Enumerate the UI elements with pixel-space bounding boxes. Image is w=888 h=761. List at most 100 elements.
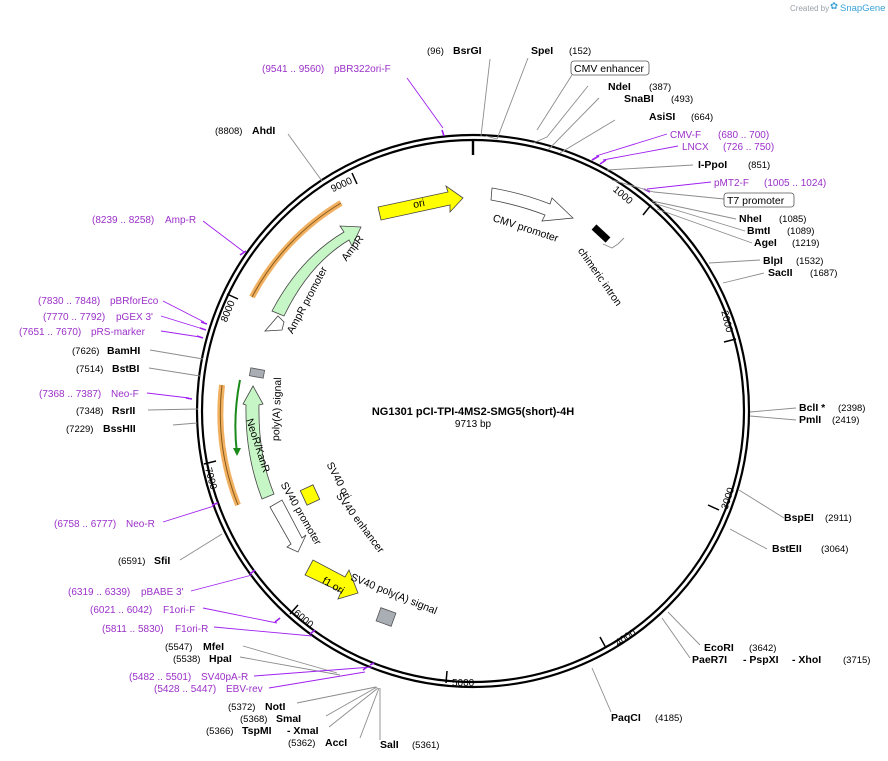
enzyme-name-blpi[interactable]: BlpI [763,255,783,267]
enzyme-name-bmti[interactable]: BmtI [747,225,770,237]
primer-name-f1ori-r[interactable]: F1ori-R [175,624,208,635]
enzyme-name-pspxi[interactable]: - PspXI [743,654,779,666]
enzyme-name-mfei[interactable]: MfeI [203,641,224,653]
enzyme-pos-bsteii: (3064) [821,544,848,555]
tick-label-2000: 2000 [718,309,734,334]
primer-name-pbrforeco[interactable]: pBRforEco [110,296,159,307]
primer-name-pbabe3[interactable]: pBABE 3' [141,587,184,598]
enzyme-pos-mfei: (5547) [165,642,192,653]
polya-feature[interactable] [248,367,266,379]
enzyme-pos-acci: (5362) [288,738,315,749]
enzyme-pos-agei: (1219) [792,238,819,249]
tick-label-5000: 5000 [452,678,475,689]
enzyme-name-bstbi[interactable]: BstBI [112,363,140,375]
ampr-feature[interactable] [271,225,362,317]
primer-name-pgex3[interactable]: pGEX 3' [116,312,153,323]
primer-name-neo-r[interactable]: Neo-R [126,519,155,530]
enzyme-name-ahdi[interactable]: AhdI [252,125,275,137]
enzyme-name-i-ppoi[interactable]: I-PpoI [698,159,727,171]
enzyme-name-hpai[interactable]: HpaI [209,653,232,665]
primer-name-ebv-rev[interactable]: EBV-rev [226,684,263,695]
enzyme-name-paqci[interactable]: PaqCI [611,712,641,724]
ori-feature[interactable] [377,184,464,221]
tick-label-1000: 1000 [610,184,634,207]
enzyme-pos-ndei: (387) [649,82,671,93]
primer-range-prs-marker: (7651 .. 7670) [19,327,81,338]
enzyme-pos-spei: (152) [569,46,591,57]
primer-name-amp-r[interactable]: Amp-R [165,215,196,226]
f1-ori-feature[interactable] [304,559,359,600]
t7-promoter-leader [611,179,725,200]
primer-marks [146,77,712,689]
sv40-enhancer-label: SV40 enhancer [333,490,386,555]
neor-feature[interactable] [242,385,275,500]
enzyme-name-asisi[interactable]: AsiSI [649,111,675,123]
primer-range-f1ori-r: (5811 .. 5830) [102,624,164,635]
primer-name-cmv-f[interactable]: CMV-F [670,130,701,141]
primer-name-lncx[interactable]: LNCX [682,142,709,153]
enzyme-pos-bcli: (2398) [838,403,865,414]
enzyme-name-bsteii[interactable]: BstEII [772,543,802,555]
enzyme-pos-snabi: (493) [671,94,693,105]
cmv-promoter-feature[interactable] [490,187,574,222]
tick-marks [203,172,737,684]
enzyme-pos-rsrii: (7348) [76,406,103,417]
sv40-promoter-feature[interactable] [269,499,307,553]
primer-range-sv40pa-r: (5482 .. 5501) [129,672,191,683]
enzyme-name-spei[interactable]: SpeI [531,45,553,57]
enzyme-name-acci[interactable]: AccI [325,737,347,749]
orange-arc-lower-core [219,384,239,506]
primer-range-lncx: (726 .. 750) [723,142,774,153]
enzyme-pos-pmli: (2419) [832,415,859,426]
enzyme-name-noti[interactable]: NotI [265,701,285,713]
enzyme-name-xhoi[interactable]: - XhoI [792,654,821,666]
enzyme-name-bsrgi[interactable]: BsrGI [453,45,482,57]
ampr-promoter-feature[interactable] [264,315,285,332]
enzyme-name-tspmi[interactable]: TspMI [242,725,272,737]
enzyme-name-bamhi[interactable]: BamHI [107,345,140,357]
primer-range-pmt2-f: (1005 .. 1024) [764,178,826,189]
primer-name-neo-f[interactable]: Neo-F [111,389,139,400]
sv40-ori-feature[interactable] [299,484,321,506]
enzyme-name-ndei[interactable]: NdeI [608,81,631,93]
enzyme-name-bspei[interactable]: BspEI [784,512,814,524]
enzyme-name-sfii[interactable]: SfiI [154,555,170,567]
ori-label: ori [412,197,426,211]
backbone-outer [195,133,751,689]
enzyme-name-pmli[interactable]: PmlI [799,414,821,426]
enzyme-name-nhei[interactable]: NheI [739,213,762,225]
chimeric-intron-feature[interactable] [591,224,611,243]
enzyme-name-sacii[interactable]: SacII [768,267,793,279]
primer-name-pbr322ori-f[interactable]: pBR322ori-F [334,64,391,75]
enzyme-name-rsrii[interactable]: RsrII [112,405,135,417]
sv40-polya-feature[interactable] [375,607,397,627]
enzyme-name-sali[interactable]: SalI [380,739,399,751]
orange-arc-upper-core [251,202,342,298]
enzyme-pos-i-ppoi: (851) [748,160,770,171]
primer-name-sv40pa-r[interactable]: SV40pA-R [201,672,248,683]
cmv-enhancer-label: CMV enhancer [574,63,645,75]
enzyme-name-bcli[interactable]: BclI * [799,402,826,414]
enzyme-name-smai[interactable]: SmaI [276,713,301,725]
primer-name-f1ori-f[interactable]: F1ori-F [163,605,195,616]
enzyme-pos-sfii: (6591) [118,556,145,567]
enzyme-labels: (96) BsrGI SpeI (152) NdeI (387) SnaBI (… [66,45,870,751]
green-arc [234,379,241,455]
enzyme-name-xmai[interactable]: - XmaI [287,725,319,737]
enzyme-name-snabi[interactable]: SnaBI [624,93,654,105]
green-arc-head [233,448,241,456]
enzyme-name-ecori[interactable]: EcoRI [704,642,734,654]
enzyme-name-agei[interactable]: AgeI [754,237,777,249]
enzyme-name-bsshii[interactable]: BssHII [103,423,136,435]
enzyme-pos-bstbi: (7514) [76,364,103,375]
enzyme-pos-sacii: (1687) [810,268,837,279]
primer-range-neo-f: (7368 .. 7387) [39,389,101,400]
enzyme-pos-ahdi: (8808) [215,126,242,137]
t7-promoter-box [723,192,795,208]
enzyme-pos-noti: (5372) [228,702,255,713]
enzyme-name-paer7i[interactable]: PaeR7I [692,654,727,666]
primer-name-prs-marker[interactable]: pRS-marker [91,327,146,338]
enzyme-pos-sali: (5361) [412,740,439,751]
primer-name-pmt2-f[interactable]: pMT2-F [714,178,749,189]
